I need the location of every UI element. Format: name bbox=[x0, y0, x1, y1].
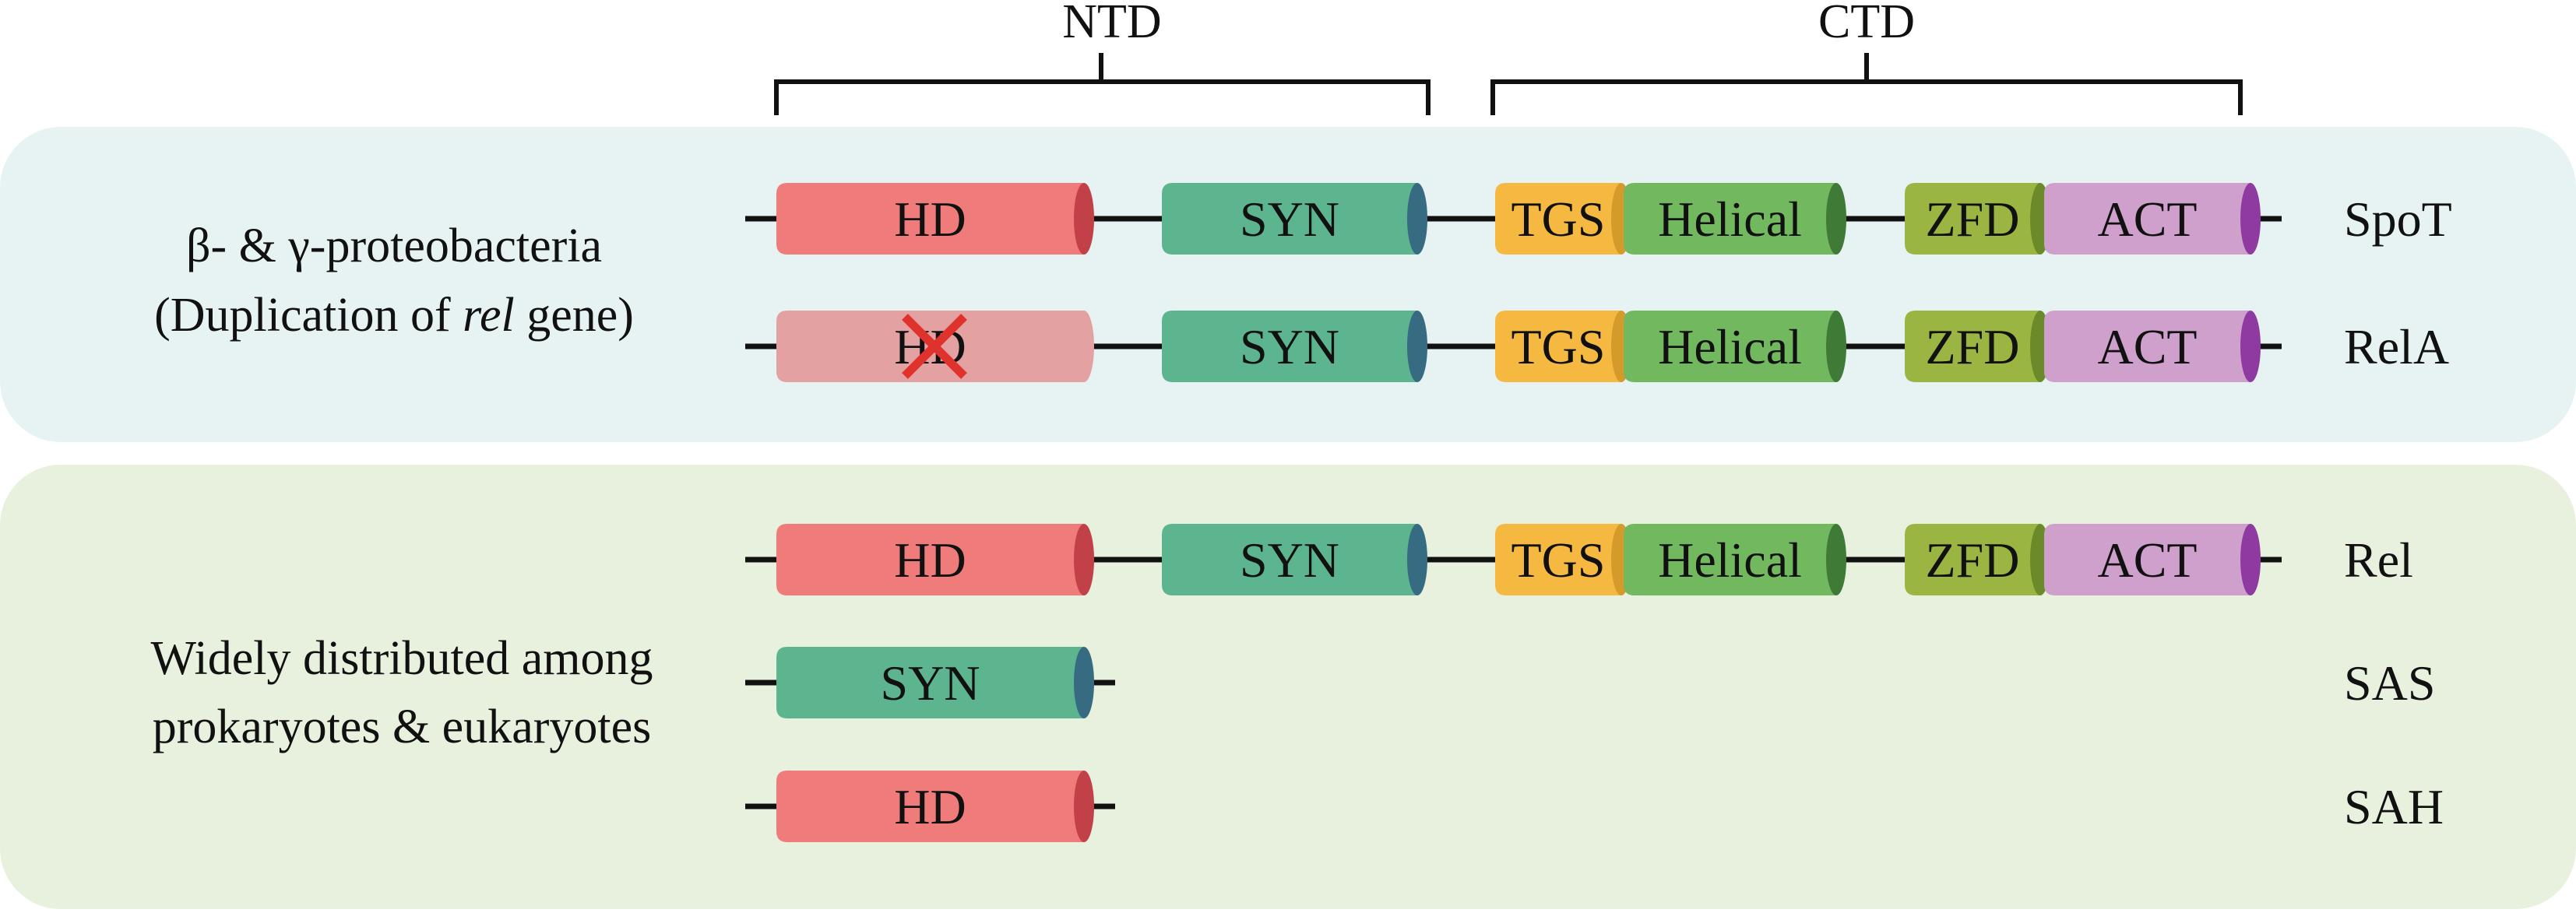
domain-syn-cap bbox=[1407, 183, 1427, 255]
domain-zfd-label: ZFD bbox=[1926, 191, 2020, 247]
domain-tgs-body bbox=[1495, 524, 1621, 595]
ntd-label: NTD bbox=[1062, 0, 1161, 48]
domain-act-label: ACT bbox=[2098, 319, 2198, 374]
panel-proteobacteria bbox=[0, 127, 2576, 442]
domain-zfd-label: ZFD bbox=[1926, 532, 2020, 588]
protein-row-spot: HD SYN TGS Helical ZFD ACT SpoT bbox=[745, 183, 2452, 255]
domain-act-label: ACT bbox=[2098, 532, 2198, 588]
domain-act-cap bbox=[2240, 183, 2261, 255]
protein-rows: HDSYNTGSHelicalZFDACTSpoTHDSYNTGSHelical… bbox=[745, 183, 2452, 842]
group-top-line2-b: gene) bbox=[515, 289, 634, 342]
domain-syn: SYN bbox=[1162, 183, 1427, 255]
domain-syn-cap bbox=[1074, 647, 1094, 718]
protein-row-rela: HDSYNTGSHelicalZFDACTRelA bbox=[745, 311, 2449, 382]
domain-tgs-body bbox=[1495, 311, 1621, 382]
domain-act-cap bbox=[2240, 524, 2261, 595]
domain-tgs-body bbox=[1495, 183, 1621, 255]
domain-act-body bbox=[2044, 311, 2250, 382]
domain-hd: HD bbox=[776, 771, 1094, 842]
domain-hd-cap bbox=[1074, 183, 1094, 255]
protein-name: RelA bbox=[2344, 319, 2449, 374]
domain-helical: Helical bbox=[1624, 524, 1846, 595]
inactive-cross-icon bbox=[902, 314, 967, 379]
protein-row-sas: SYN SAS bbox=[745, 647, 2435, 718]
domain-helical-label: Helical bbox=[1658, 532, 1802, 588]
domain-syn: SYN bbox=[776, 647, 1094, 718]
domain-act: ACT bbox=[2044, 524, 2261, 595]
domain-syn-cap bbox=[1407, 311, 1427, 382]
domain-syn-label: SYN bbox=[1240, 532, 1339, 588]
domain-helical-body bbox=[1624, 311, 1836, 382]
domain-hd-label: HD bbox=[894, 779, 966, 834]
domain-hd-body bbox=[776, 524, 1084, 595]
domain-hd-cap bbox=[1074, 771, 1094, 842]
domain-hd-label: HD bbox=[894, 191, 966, 247]
protein-row-rel: HD SYN TGS Helical ZFD ACT Rel bbox=[745, 524, 2413, 595]
domain-hd-body bbox=[776, 183, 1084, 255]
domain-zfd: ZFD bbox=[1905, 311, 2050, 382]
domain-helical: Helical bbox=[1624, 183, 1846, 255]
domain-act-cap bbox=[2240, 311, 2261, 382]
domain-act-body bbox=[2044, 524, 2250, 595]
domain-syn: SYN bbox=[1162, 311, 1427, 382]
domain-hd-cap bbox=[1074, 311, 1094, 382]
domain-zfd-body bbox=[1905, 524, 2040, 595]
ntd-bracket bbox=[774, 53, 1431, 115]
protein-name: SpoT bbox=[2344, 191, 2452, 247]
domain-hd-body bbox=[776, 771, 1084, 842]
domain-tgs-label: TGS bbox=[1511, 191, 1606, 247]
domain-hd-cap bbox=[1074, 524, 1094, 595]
domain-helical-cap bbox=[1826, 524, 1846, 595]
domain-helical-label: Helical bbox=[1658, 319, 1802, 374]
domain-tgs-label: TGS bbox=[1511, 319, 1606, 374]
domain-tgs-label: TGS bbox=[1511, 532, 1606, 588]
domain-zfd-body bbox=[1905, 183, 2040, 255]
protein-name: Rel bbox=[2344, 532, 2413, 588]
group-top-line2: (Duplication of rel gene) bbox=[154, 289, 634, 342]
domain-helical-cap bbox=[1826, 311, 1846, 382]
domain-act-body bbox=[2044, 183, 2250, 255]
domain-tgs: TGS bbox=[1495, 183, 1631, 255]
domain-hd: HD bbox=[776, 524, 1094, 595]
group-bottom-line2: prokaryotes & eukaryotes bbox=[153, 701, 651, 753]
domain-zfd: ZFD bbox=[1905, 183, 2050, 255]
domain-syn-label: SYN bbox=[880, 655, 980, 711]
group-bottom-line1: Widely distributed among bbox=[151, 632, 653, 685]
domain-helical-label: Helical bbox=[1658, 191, 1802, 247]
domain-helical-cap bbox=[1826, 183, 1846, 255]
protein-name: SAS bbox=[2344, 655, 2435, 711]
group-top-line2-italic: rel bbox=[463, 289, 515, 342]
domain-zfd-body bbox=[1905, 311, 2040, 382]
domain-helical: Helical bbox=[1624, 311, 1846, 382]
domain-syn-body bbox=[776, 647, 1084, 718]
ctd-label: CTD bbox=[1818, 0, 1915, 48]
domain-syn-label: SYN bbox=[1240, 319, 1339, 374]
domain-helical-body bbox=[1624, 524, 1836, 595]
domain-act-label: ACT bbox=[2098, 191, 2198, 247]
domain-act: ACT bbox=[2044, 183, 2261, 255]
domain-syn: SYN bbox=[1162, 524, 1427, 595]
domain-hd: HD bbox=[776, 183, 1094, 255]
domain-act: ACT bbox=[2044, 311, 2261, 382]
domain-tgs: TGS bbox=[1495, 524, 1631, 595]
domain-syn-label: SYN bbox=[1240, 191, 1339, 247]
domain-zfd-label: ZFD bbox=[1926, 319, 2020, 374]
domain-tgs: TGS bbox=[1495, 311, 1631, 382]
group-top-line2-a: (Duplication of bbox=[154, 289, 463, 342]
protein-row-sah: HD SAH bbox=[745, 771, 2444, 842]
group-top-line1: β- & γ-proteobacteria bbox=[186, 219, 602, 272]
ctd-bracket bbox=[1490, 53, 2243, 115]
domain-syn-body bbox=[1162, 311, 1417, 382]
domain-syn-body bbox=[1162, 524, 1417, 595]
domain-helical-body bbox=[1624, 183, 1836, 255]
domain-zfd: ZFD bbox=[1905, 524, 2050, 595]
protein-name: SAH bbox=[2344, 779, 2444, 834]
domain-syn-body bbox=[1162, 183, 1417, 255]
domain-syn-cap bbox=[1407, 524, 1427, 595]
domain-hd-label: HD bbox=[894, 532, 966, 588]
